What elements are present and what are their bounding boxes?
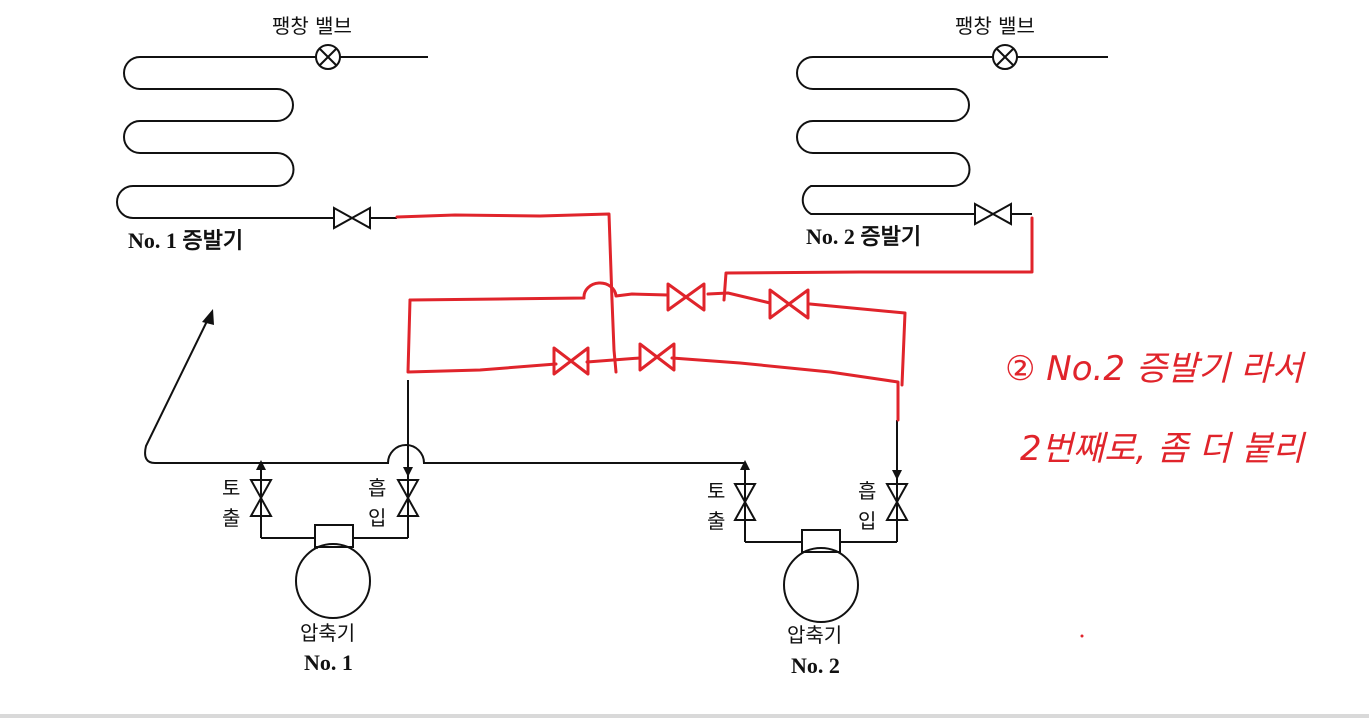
compressor-1-suction-label-2: 입	[368, 506, 386, 530]
annotation-line-1: ② No.2 증발기 라서	[1005, 349, 1307, 389]
compressor-2-number: No. 2	[791, 653, 840, 678]
compressor-1-discharge-label-1: 토	[222, 476, 240, 500]
stop-valve-evap2-icon	[974, 202, 1012, 226]
flow-arrow-icon	[202, 309, 214, 325]
suction-valve-1-icon	[396, 479, 420, 517]
compressor-2-name: 압축기	[787, 623, 842, 647]
stop-valve-red-2-icon	[768, 288, 810, 320]
expansion-valve-2-label: 팽창 밸브	[955, 14, 1035, 38]
compressor-1	[260, 380, 409, 619]
discharge-line	[144, 314, 745, 464]
compressor-1-suction-label-1: 흡	[368, 476, 386, 500]
suction-2-arrow-icon	[892, 470, 902, 480]
stop-valve-red-3-icon	[552, 346, 590, 376]
evaporator-1	[116, 56, 428, 219]
stop-valve-evap1-icon	[333, 206, 371, 230]
compressor-2-discharge-label-1: 토	[707, 479, 725, 503]
compressor-1-name: 압축기	[300, 621, 355, 645]
evaporator-1-coil	[116, 56, 333, 219]
evaporator-2	[796, 56, 1108, 215]
compressor-1-discharge-label-2: 출	[222, 506, 240, 530]
expansion-valve-1-icon	[315, 44, 341, 70]
suction-piping-annotation	[395, 212, 1034, 422]
discharge-valve-2-icon	[733, 483, 757, 521]
evaporator-1-name: No. 1 증발기	[128, 228, 243, 253]
stop-valve-red-1-icon	[666, 282, 706, 312]
compressor-2-discharge-label-2: 출	[707, 509, 725, 533]
compressor-1-number: No. 1	[304, 650, 353, 675]
suction-valve-2-icon	[885, 483, 909, 521]
discharge-1-arrow-icon	[256, 460, 266, 470]
bottom-border	[0, 714, 1369, 718]
expansion-valve-1-label: 팽창 밸브	[272, 14, 352, 38]
annotation-line-2: 2번째로, 좀 더 붙리	[1020, 429, 1307, 469]
suction-1-arrow-icon	[403, 467, 413, 477]
compressor-2-suction-label-2: 입	[858, 509, 876, 533]
evaporator-2-name: No. 2 증발기	[806, 224, 921, 249]
stop-valve-red-4-icon	[638, 342, 676, 372]
discharge-valve-1-icon	[249, 479, 273, 517]
evaporator-2-coil	[796, 56, 993, 215]
discharge-2-arrow-icon	[740, 460, 750, 470]
compressor-2-suction-label-1: 흡	[858, 479, 876, 503]
annotation-dot	[1080, 634, 1084, 638]
expansion-valve-2-icon	[992, 44, 1018, 70]
